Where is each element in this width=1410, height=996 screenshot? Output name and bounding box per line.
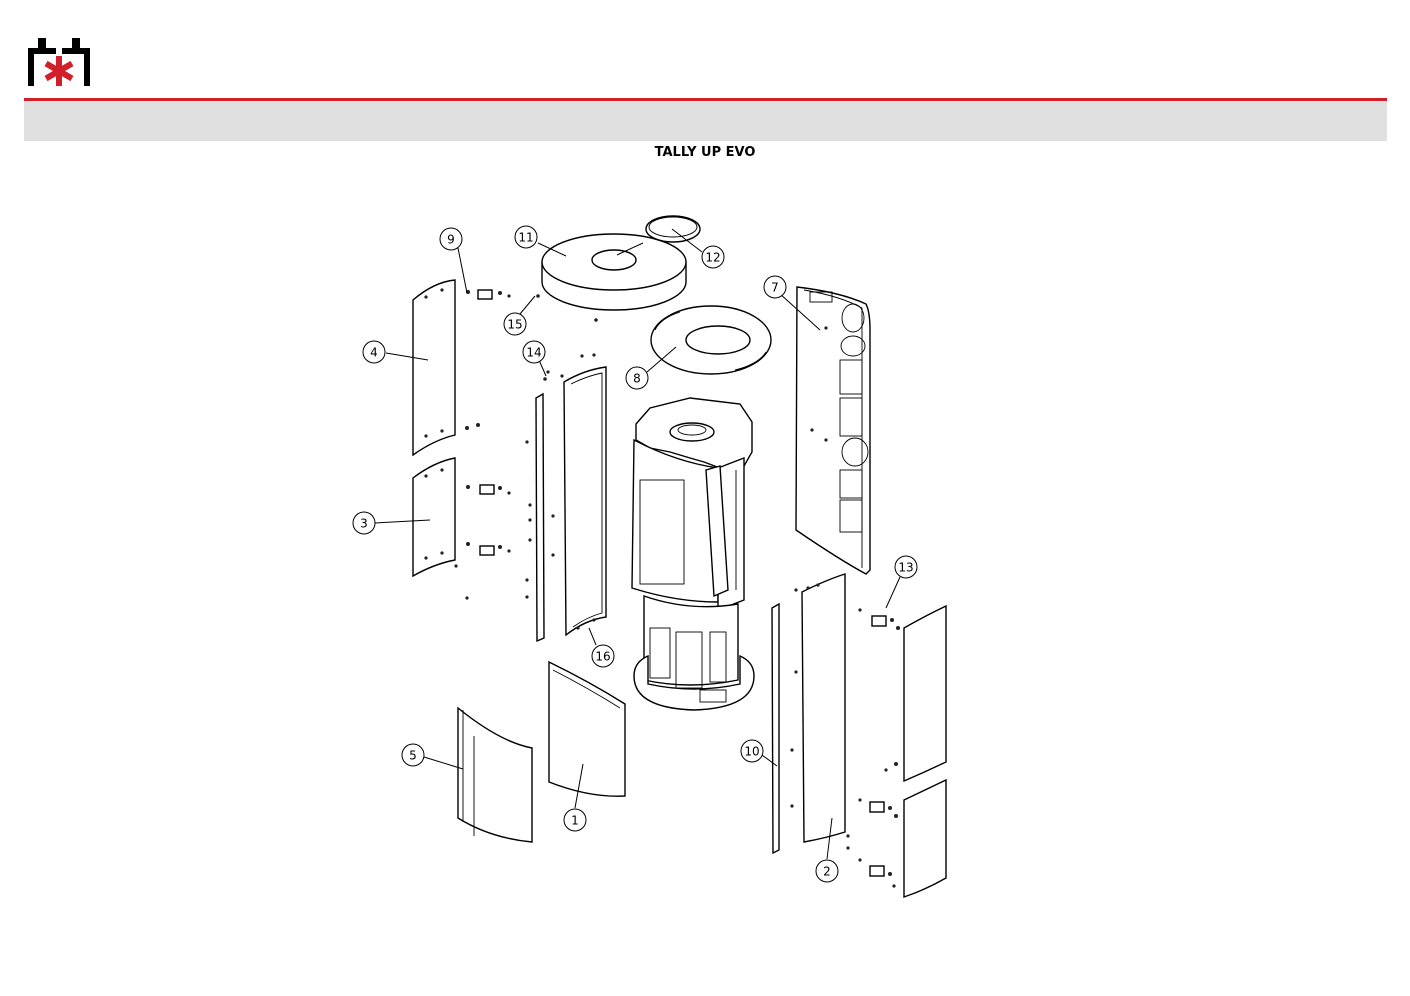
callout-bubble-7: 7 — [763, 275, 787, 299]
svg-text:12: 12 — [705, 251, 720, 265]
svg-text:16: 16 — [595, 650, 610, 664]
callout-bubble-10: 10 — [740, 739, 764, 763]
svg-text:11: 11 — [518, 231, 533, 245]
brand-logo-icon — [28, 38, 90, 86]
part-thin-strip-left — [535, 392, 545, 643]
svg-text:8: 8 — [633, 372, 641, 386]
callout-layer: 1 2 3 4 5 7 8 9 — [352, 225, 918, 883]
header-red-rule — [24, 98, 1387, 101]
callout-bubble-8: 8 — [625, 366, 649, 390]
svg-text:2: 2 — [823, 865, 831, 879]
part-side-panel-lower-right — [903, 778, 947, 898]
part-bracket-group-right — [858, 608, 900, 888]
document-title: TALLY UP EVO — [654, 145, 756, 160]
callout-bubble-3: 3 — [352, 511, 376, 535]
part-intermediate-ring — [650, 305, 772, 375]
part-front-panel-right — [790, 573, 850, 850]
callout-bubble-5: 5 — [401, 743, 425, 767]
part-front-curved-lower-panel — [548, 660, 626, 797]
svg-text:1: 1 — [571, 814, 579, 828]
part-stove-body — [631, 397, 755, 711]
part-front-panel-left — [563, 366, 607, 637]
part-rear-panel — [795, 286, 871, 575]
part-side-panel-upper-left — [412, 279, 456, 457]
svg-text:13: 13 — [898, 561, 913, 575]
part-bracket-group-left — [454, 289, 511, 600]
svg-text:4: 4 — [370, 346, 378, 360]
svg-text:7: 7 — [771, 281, 779, 295]
part-top-cap — [645, 215, 701, 243]
part-fixing-screws — [525, 294, 596, 599]
callout-bubble-12: 12 — [701, 245, 725, 269]
svg-text:5: 5 — [409, 749, 417, 763]
header-grey-band — [24, 101, 1387, 141]
callout-bubble-16: 16 — [591, 644, 615, 668]
svg-text:14: 14 — [526, 346, 541, 360]
part-thin-strip-right — [771, 602, 780, 855]
callout-bubble-13: 13 — [894, 555, 918, 579]
callout-bubble-4: 4 — [362, 340, 386, 364]
part-top-ring — [541, 233, 687, 322]
callout-bubble-11: 11 — [514, 225, 538, 249]
callout-bubble-9: 9 — [439, 227, 463, 251]
callout-bubble-2: 2 — [815, 859, 839, 883]
svg-text:15: 15 — [507, 318, 522, 332]
callout-bubble-14: 14 — [522, 340, 546, 364]
part-left-curved-lower-panel — [457, 706, 533, 843]
svg-text:10: 10 — [744, 745, 759, 759]
callout-bubble-1: 1 — [563, 808, 587, 832]
part-side-panel-lower-left — [412, 457, 456, 578]
svg-text:9: 9 — [447, 233, 455, 247]
callout-bubble-15: 15 — [503, 312, 527, 336]
svg-text:3: 3 — [360, 517, 368, 531]
part-side-panel-upper-right — [903, 604, 947, 783]
asterisk-flame-icon — [44, 56, 74, 86]
